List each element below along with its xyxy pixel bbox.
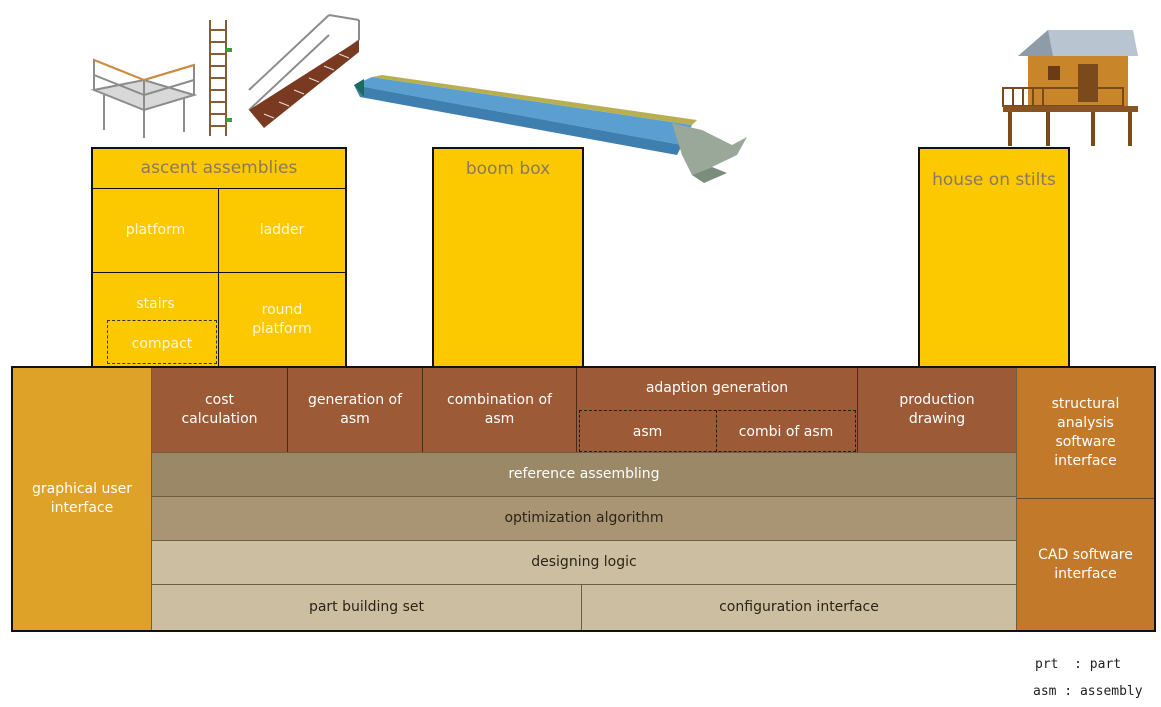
combination-of-asm-cell: combination of asm bbox=[423, 368, 576, 452]
stairs-illustration bbox=[248, 14, 360, 128]
house-illustration bbox=[1002, 30, 1138, 146]
generation-of-asm-cell: generation of asm bbox=[288, 368, 422, 452]
compact-cell: compact bbox=[131, 335, 193, 352]
adaption-dashed-divider bbox=[716, 410, 717, 452]
gui-column: graphical user interface bbox=[13, 368, 151, 630]
adaption-asm-cell: asm bbox=[632, 423, 663, 440]
ascent-divider-top bbox=[93, 188, 345, 189]
right-interface-divider bbox=[1017, 498, 1154, 499]
cost-calculation-cell: cost calculation bbox=[152, 368, 287, 452]
round-platform-cell: round platform bbox=[252, 302, 312, 337]
structural-analysis-interface: structural analysis software interface bbox=[1017, 368, 1154, 498]
part-building-set-layer: part building set bbox=[152, 585, 581, 630]
boom-box-title: boom box bbox=[465, 158, 551, 179]
designing-logic-layer: designing logic bbox=[152, 541, 1016, 584]
platform-cell: platform bbox=[125, 222, 186, 239]
adaption-generation-title: adaption generation bbox=[577, 372, 857, 404]
ascent-divider-middle bbox=[93, 272, 345, 273]
configuration-interface-layer: configuration interface bbox=[582, 585, 1016, 630]
reference-assembling-layer: reference assembling bbox=[152, 453, 1016, 496]
cad-software-interface: CAD software interface bbox=[1017, 499, 1154, 630]
adaption-combi-cell: combi of asm bbox=[738, 423, 834, 440]
platform-illustration bbox=[90, 58, 198, 138]
legend-asm: asm : assembly bbox=[1033, 684, 1143, 699]
production-drawing-cell: production drawing bbox=[858, 368, 1016, 452]
ladder-cell: ladder bbox=[259, 222, 305, 239]
ladder-illustration bbox=[209, 20, 232, 136]
ascent-assemblies-module bbox=[91, 147, 347, 368]
ascent-assemblies-title: ascent assemblies bbox=[140, 157, 298, 178]
adaption-dashed-box bbox=[579, 410, 856, 452]
legend-prt: prt : part bbox=[1035, 657, 1122, 672]
compact-dashed-box bbox=[107, 320, 217, 364]
ascent-divider-vertical bbox=[218, 188, 219, 366]
boom-box-module bbox=[432, 147, 584, 368]
boom-illustration bbox=[354, 75, 747, 183]
stairs-cell: stairs bbox=[136, 295, 175, 312]
house-title: house on stilts bbox=[932, 169, 1056, 190]
optimization-algorithm-layer: optimization algorithm bbox=[152, 497, 1016, 540]
